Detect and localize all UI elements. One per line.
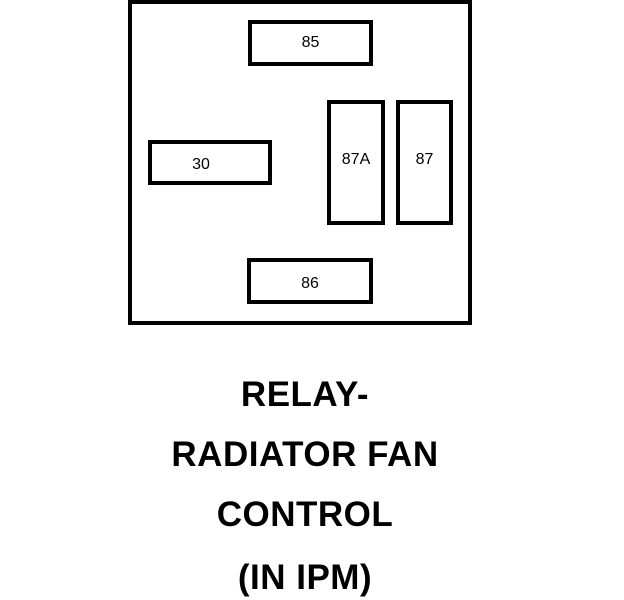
terminal-87: 87	[396, 100, 453, 225]
caption-line-1: RELAY-	[240, 375, 370, 414]
terminal-85: 85	[248, 20, 373, 66]
terminal-87a: 87A	[327, 100, 385, 225]
terminal-86: 86	[247, 258, 373, 304]
terminal-87-label: 87	[415, 151, 434, 168]
terminal-85-label: 85	[301, 34, 320, 51]
terminal-30: 30	[148, 140, 272, 185]
caption-line-4: (IN IPM)	[237, 558, 373, 597]
terminal-86-label: 86	[301, 275, 319, 292]
terminal-30-label: 30	[192, 155, 210, 173]
caption-line-3: CONTROL	[216, 495, 394, 534]
caption-line-2: RADIATOR FAN	[171, 435, 439, 474]
terminal-87a-label: 87A	[341, 151, 371, 168]
